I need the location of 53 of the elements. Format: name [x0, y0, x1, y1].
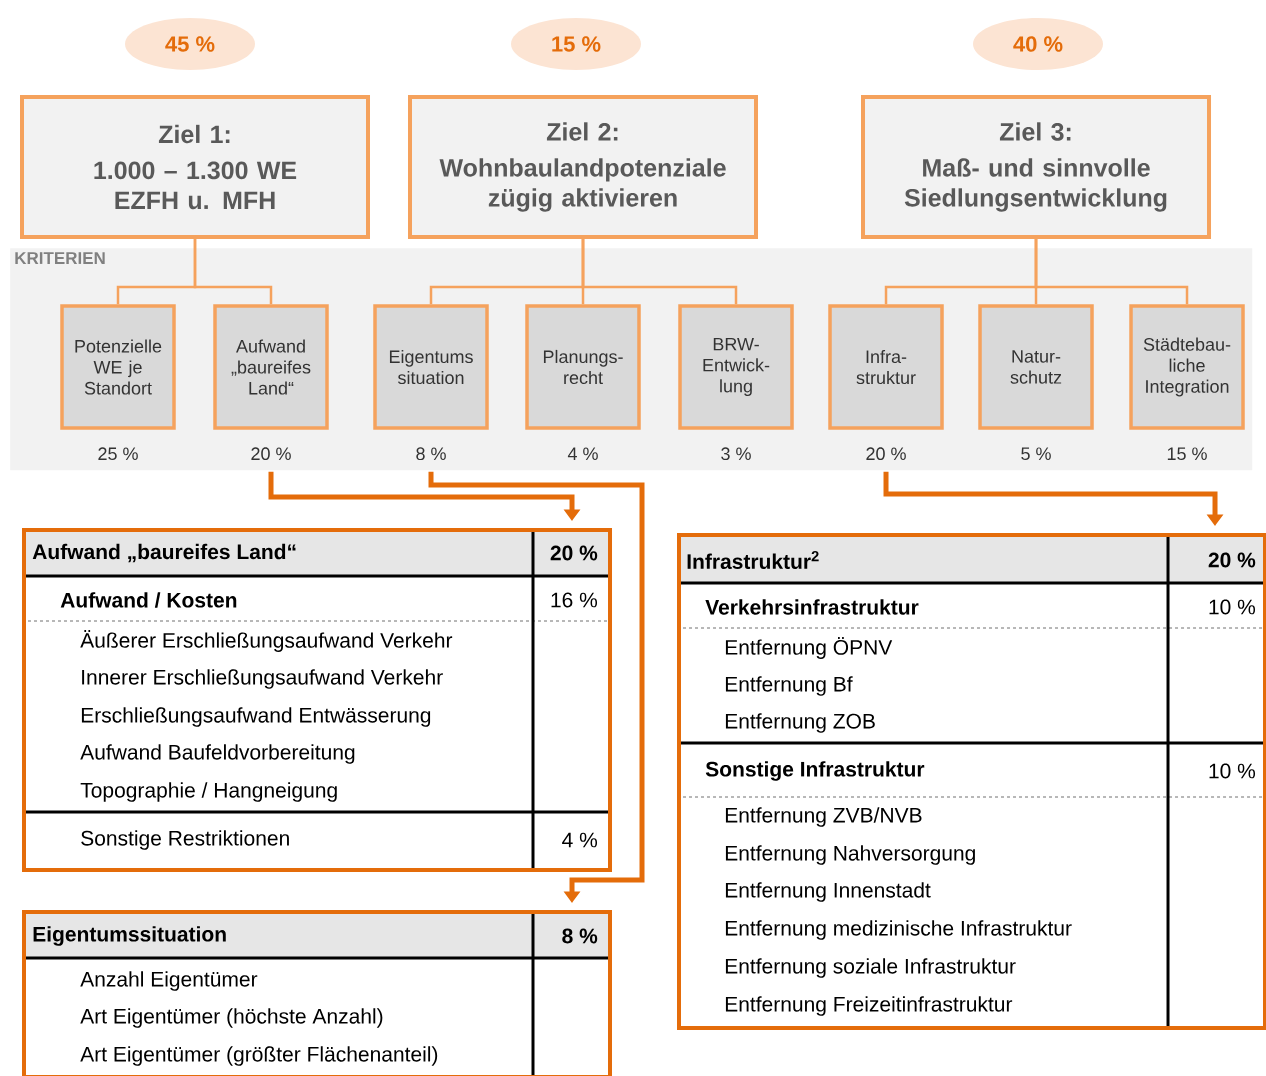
criterion-box: Städtebau- liche Integration — [1129, 304, 1245, 430]
weight-label: 20 % — [866, 447, 906, 461]
table-row-text: Entfernung Innenstadt — [725, 882, 931, 902]
criterion-box: BRW- Entwick- lung — [678, 304, 794, 430]
goal-box: Ziel 1: 1.000 – 1.300 WE EZFH u. MFH — [20, 95, 370, 239]
criterion-box: Planungs- recht — [525, 304, 641, 430]
criterion-box: Natur- schutz — [978, 304, 1094, 430]
weight-label: 4 % — [567, 447, 598, 461]
table-row-text: 4 % — [562, 832, 598, 848]
table-heading: Sonstige Infrastruktur — [705, 761, 925, 781]
weight-label: 15 % — [1167, 447, 1207, 461]
table-row-text: Anzahl Eigentümer — [80, 971, 258, 991]
criterion-box: Potenzielle WE je Standort — [60, 304, 176, 430]
table-row-text: Entfernung ÖPNV — [725, 637, 893, 659]
table-row-text: 16 % — [551, 592, 598, 608]
table-heading: 8 % — [562, 928, 598, 944]
weight-label: 20 % — [251, 447, 291, 461]
table-row-text: Entfernung ZOB — [725, 713, 875, 733]
table-heading: 20 % — [1208, 552, 1256, 568]
table-row-text: Entfernung Nahversorgung — [725, 845, 975, 865]
table-row-text: Entfernung medizinische Infrastruktur — [725, 920, 1072, 940]
criterion-box: Infra- struktur — [828, 304, 944, 430]
table-heading: Eigentumssituation — [33, 926, 226, 946]
table-heading: Verkehrsinfrastruktur — [705, 599, 919, 615]
table-row-text: Aufwand Baufeldvorbereitung — [80, 744, 355, 764]
table-row-text: Entfernung ZVB/NVB — [725, 807, 922, 827]
table-row-text: Erschließungsaufwand Entwässerung — [81, 707, 431, 727]
table-heading: 20 % — [550, 545, 598, 561]
table-row-text: Sonstige Restriktionen — [81, 830, 289, 850]
table-row-text: Entfernung Bf — [725, 676, 853, 696]
table-row-text: 10 % — [1209, 763, 1256, 779]
table-row-text: Entfernung Freizeitinfrastruktur — [725, 996, 1013, 1016]
connector-line — [1034, 239, 1189, 305]
weight-label: 25 % — [98, 447, 138, 461]
connector-line — [193, 239, 273, 305]
table-heading: Infrastruktur$^{2}$ — [687, 551, 819, 569]
table-row-text: Art Eigentümer (höchste Anzahl) — [80, 1008, 383, 1028]
connector-line — [581, 239, 738, 305]
criterion-box: Eigentums situation — [373, 304, 489, 430]
table-row-text: Entfernung soziale Infrastruktur — [725, 958, 1016, 978]
weight-label: 8 % — [416, 447, 446, 461]
table-row-text: Topographie / Hangneigung — [80, 782, 337, 802]
table-heading: Aufwand „baureifes Land“ — [32, 543, 296, 563]
weight-label: 5 % — [1021, 447, 1051, 461]
table-heading: Aufwand / Kosten — [60, 592, 237, 608]
goal-box: Ziel 3: Maß- und sinnvolle Siedlungsentwicklung — [861, 95, 1211, 239]
table-row-text: Art Eigentümer (größter Flächenanteil) — [80, 1046, 438, 1066]
table-row-text: Äußerer Erschließungsaufwand Verkehr — [80, 630, 453, 652]
criterion-box: Aufwand „baureifes Land“ — [213, 304, 329, 430]
weight-label: 3 % — [721, 447, 751, 461]
table-row-text: 10 % — [1209, 599, 1256, 615]
table-row-text: Innerer Erschließungsaufwand Verkehr — [82, 669, 443, 689]
goal-box: Ziel 2: Wohnbaulandpotenziale zügig aktivieren — [408, 95, 758, 239]
